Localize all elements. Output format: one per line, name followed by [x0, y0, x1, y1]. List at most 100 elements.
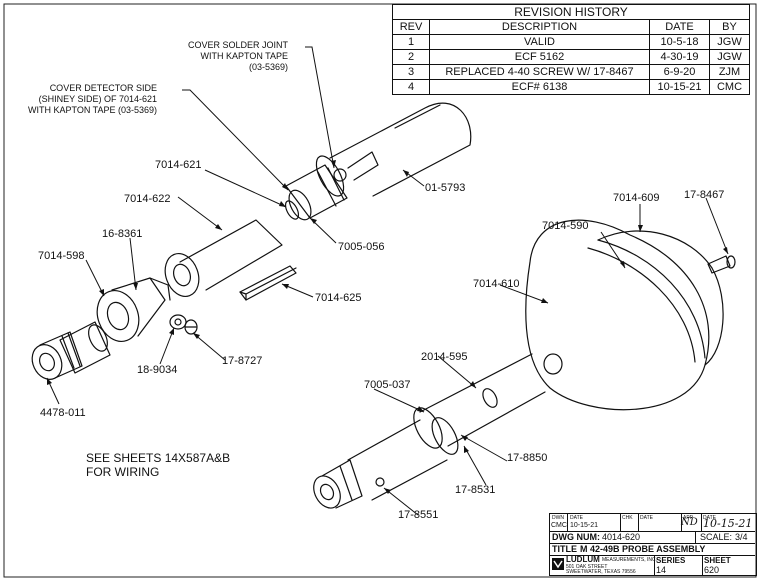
description-header: DESCRIPTION	[429, 19, 650, 35]
date-cell: 10-5-18	[649, 34, 710, 50]
rev-cell: 4	[392, 79, 430, 95]
leader-16-8361	[129, 237, 137, 291]
tube-01-5793	[315, 102, 472, 197]
revision-history-title: REVISION HISTORY	[391, 4, 751, 20]
label-01-5793: 01-5793	[425, 182, 466, 194]
tube-2014-595	[419, 353, 546, 447]
table-row: 1 VALID 10-5-18 JGW	[392, 34, 751, 50]
housing-7014-598	[59, 321, 111, 374]
rev-cell: 2	[392, 49, 430, 65]
date-caption: DATE	[570, 515, 583, 521]
leader-2014-595	[437, 355, 477, 389]
screw-17-8727	[184, 319, 198, 335]
coupler-7005-056	[285, 151, 379, 221]
title-label: TITLE	[552, 544, 577, 554]
app-value: ND	[681, 517, 698, 528]
rev-header: REV	[392, 19, 430, 35]
leader-7014-621	[204, 169, 287, 208]
label-17-8467: 17-8467	[684, 189, 725, 201]
leader-7014-598	[85, 259, 105, 297]
dwn-caption: DWN	[552, 515, 564, 521]
company-logo-icon	[552, 558, 564, 570]
description-cell: ECF 5162	[429, 49, 650, 65]
cap-7014-609	[597, 230, 724, 366]
table-row: 2 ECF 5162 4-30-19 JGW	[392, 49, 751, 65]
leader-cover-solder	[305, 46, 335, 169]
screw-17-8467	[707, 255, 736, 274]
label-17-8727: 17-8727	[222, 355, 263, 367]
rev-cell: 1	[392, 34, 430, 50]
app-date-caption: DATE	[703, 515, 716, 521]
cylinder-7014-622	[164, 219, 283, 297]
label-17-8850: 17-8850	[507, 452, 548, 464]
nut-18-9034	[169, 314, 187, 330]
company-address-line1: 501 OAK STREET	[566, 564, 608, 570]
collar-7005-037	[413, 407, 459, 455]
note-wiring-line1: SEE SHEETS 14X587A&B	[86, 451, 231, 465]
leader-17-8467	[705, 197, 729, 255]
note-cover-solder-joint: COVER SOLDER JOINT WITH KAPTON TAPE (03-…	[188, 40, 289, 72]
drawing-title: M 42-49B PROBE ASSEMBLY	[580, 544, 706, 554]
scale-value: 3/4	[735, 532, 748, 542]
label-17-8531: 17-8531	[455, 484, 496, 496]
description-cell: VALID	[429, 34, 650, 50]
leader-cover-detector	[182, 89, 289, 191]
label-2014-595: 2014-595	[421, 351, 468, 363]
chk-caption: CHK	[622, 515, 633, 521]
label-7014-621: 7014-621	[155, 159, 202, 171]
leader-7014-590	[600, 231, 626, 269]
label-7014-609: 7014-609	[613, 192, 660, 204]
label-7014-622: 7014-622	[124, 193, 171, 205]
by-cell: CMC	[708, 79, 751, 95]
bar-7014-625	[239, 265, 297, 301]
label-7005-056: 7005-056	[338, 241, 385, 253]
sheet-value: 620	[704, 565, 720, 575]
description-cell: ECF# 6138	[429, 79, 650, 95]
by-cell: ZJM	[708, 64, 751, 80]
label-16-8361: 16-8361	[102, 228, 143, 240]
series-label: SERIES	[656, 556, 686, 565]
table-row: 4 ECF# 6138 10-15-21 CMC	[392, 79, 751, 95]
table-row: 3 REPLACED 4-40 SCREW W/ 17-8467 6-9-20 …	[392, 64, 751, 80]
label-7014-610: 7014-610	[473, 278, 520, 290]
label-4478-011: 4478-011	[40, 407, 86, 419]
leader-17-8850	[460, 434, 508, 462]
date-cell: 6-9-20	[649, 64, 710, 80]
chk-date-caption: DATE	[640, 515, 653, 521]
company-name: LUDLUM	[566, 555, 600, 564]
title-block: DWN CMC DATE 10-15-21 CHK DATE APP ND DA…	[549, 513, 757, 576]
label-17-8551: 17-8551	[398, 509, 439, 521]
connector-lower	[313, 459, 363, 509]
flange-16-8361	[96, 277, 171, 342]
scale-label: SCALE:	[700, 532, 733, 542]
date-value: 10-15-21	[570, 522, 599, 529]
series-value: 14	[656, 565, 667, 575]
tube-lower	[347, 419, 448, 501]
by-cell: JGW	[708, 34, 751, 50]
date-cell: 4-30-19	[649, 49, 710, 65]
note-cover-detector-side: COVER DETECTOR SIDE (SHINEY SIDE) OF 701…	[28, 83, 158, 115]
company-address-line2: SWEETWATER, TEXAS 79556	[566, 569, 636, 575]
leader-7005-037	[373, 388, 425, 413]
company-suffix: MEASUREMENTS, INC.	[602, 557, 658, 563]
dwn-value: CMC	[551, 522, 567, 529]
sphere-7014-610	[525, 219, 710, 411]
sheet-label: SHEET	[704, 556, 731, 565]
drawing-border	[3, 3, 757, 578]
leader-17-8531	[463, 445, 487, 486]
dwg-num-label: DWG NUM:	[552, 532, 600, 542]
app-date-value: 10-15-21	[703, 517, 753, 530]
leader-7014-622	[177, 196, 223, 231]
leader-17-8727	[192, 332, 226, 361]
connector-4478-011	[31, 331, 83, 380]
label-18-9034: 18-9034	[137, 364, 178, 376]
description-cell: REPLACED 4-40 SCREW W/ 17-8467	[429, 64, 650, 80]
disc-7014-621	[284, 200, 300, 220]
date-cell: 10-15-21	[649, 79, 710, 95]
label-7014-625: 7014-625	[315, 292, 362, 304]
dwg-num: 4014-620	[602, 532, 641, 542]
label-7005-037: 7005-037	[364, 379, 411, 391]
date-header: DATE	[649, 19, 710, 35]
note-wiring-line2: FOR WIRING	[86, 465, 160, 479]
